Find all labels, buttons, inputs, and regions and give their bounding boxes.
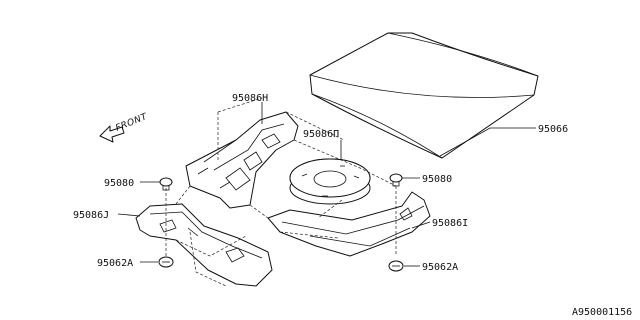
phantom-lines [165,97,397,287]
fastener-right [388,260,404,272]
label-95086I: 95086I [432,218,468,229]
floor-plate-95086I [267,191,431,257]
floor-plate-95086H [185,111,299,209]
reference-number: A950001156 [572,307,632,318]
floor-plate-95086J [135,203,273,287]
label-95080-right: 95080 [422,174,452,185]
label-95086H: 95086H [232,93,268,104]
front-arrow: FRONT [99,112,150,143]
trunk-mat-95066 [309,32,539,159]
label-95086D: 95086Π [303,129,339,140]
spare-tire-spacer-95086D [289,158,371,205]
label-95062A-right: 95062A [422,262,458,273]
label-95086J: 95086J [73,210,109,221]
label-95066: 95066 [538,124,568,135]
label-95062A-left: 95062A [97,258,133,269]
fastener-left [158,256,174,268]
label-95080-left: 95080 [104,178,134,189]
leader-lines [117,102,536,267]
front-label: FRONT [114,112,149,134]
